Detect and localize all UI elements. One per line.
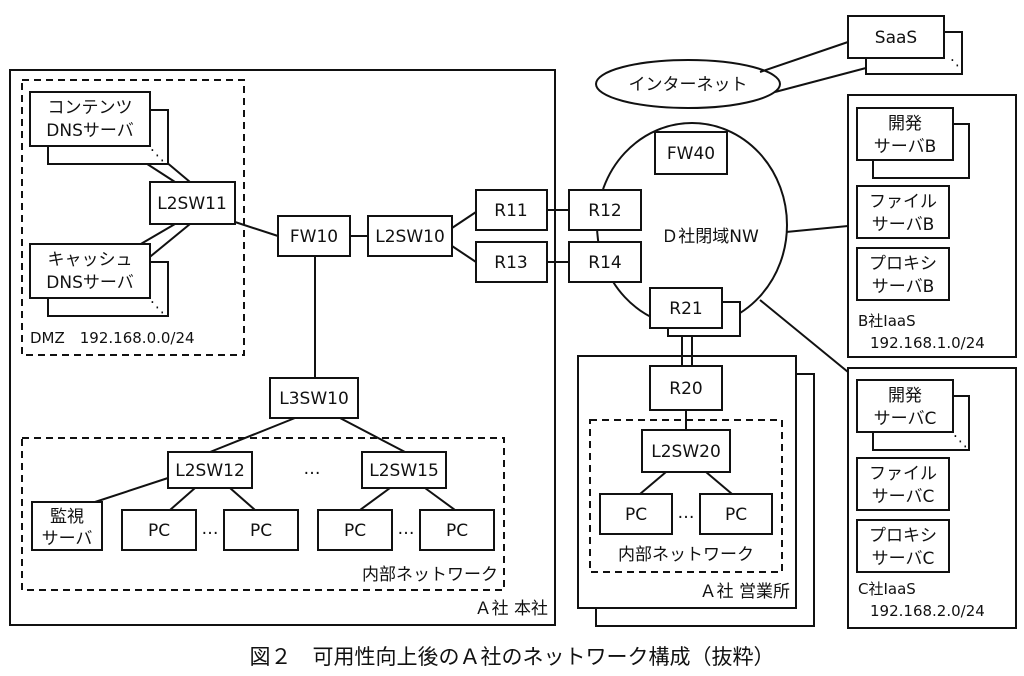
pc-hq-2 (223, 509, 299, 551)
pc-branch-1 (599, 493, 673, 535)
dev-server-b-label-2: サーバB (874, 137, 937, 157)
contents-dns-label-1: コンテンツ (48, 98, 133, 118)
dev-server-c (856, 379, 954, 433)
contents-dns-label-2: DNSサーバ (46, 121, 133, 141)
r21-label: R21 (669, 299, 702, 319)
proxy-server-b-label-1: プロキシ (869, 254, 937, 274)
saas-label: SaaS (875, 28, 917, 48)
dmz-frame (21, 79, 245, 356)
l2sw20-node (641, 429, 731, 473)
saas-node (847, 15, 945, 59)
dev-server-b (856, 107, 954, 161)
l2sw11-label: L2SW11 (157, 194, 227, 214)
r14-label: R14 (588, 253, 621, 273)
l2sw10-label: L2SW10 (375, 227, 445, 247)
a-honsha-label: Ａ社 本社 (475, 599, 548, 619)
r13-label: R13 (494, 253, 527, 273)
r14-node (568, 241, 642, 283)
pc-hq-2-label: PC (250, 521, 272, 541)
b-iaas-name: B社IaaS (858, 312, 916, 330)
proxy-server-c-label-1: プロキシ (869, 526, 937, 546)
r11-node (475, 189, 548, 231)
c-iaas-frame (847, 367, 1017, 629)
monitor-label-2: サーバ (42, 529, 93, 549)
dev-server-c-label-2: サーバC (874, 409, 937, 429)
monitor-label-1: 監視 (50, 507, 84, 527)
l2sw12-label: L2SW12 (175, 461, 245, 481)
l2sw15-label: L2SW15 (369, 461, 439, 481)
dev-server-c-label-1: 開発 (888, 386, 922, 406)
c-iaas-name: C社IaaS (858, 580, 916, 598)
cache-dns-ellipsis: ⋱ (150, 298, 165, 316)
l2sw11-node (149, 181, 236, 225)
contents-dns-server (29, 91, 151, 147)
pc-hq-1-label: PC (148, 521, 170, 541)
pc-hq-4-label: PC (446, 521, 468, 541)
fw40-node (654, 131, 728, 175)
proxy-server-c (856, 519, 950, 573)
dev-server-c-ellipsis: ⋱ (953, 432, 968, 450)
proxy-server-b-label-2: サーバB (872, 277, 935, 297)
pc-hq-4 (419, 509, 495, 551)
pc-hq-3 (317, 509, 393, 551)
cache-dns-label-1: キャッシュ (48, 250, 133, 270)
l2sw20-label: L2SW20 (651, 442, 721, 462)
l2sw-ellipsis: … (304, 459, 321, 479)
pc-branch-1-label: PC (625, 505, 647, 525)
proxy-server-c-label-2: サーバC (872, 549, 935, 569)
pc-branch-2 (699, 493, 773, 535)
r12-label: R12 (588, 201, 621, 221)
internet-label: インターネット (629, 75, 748, 95)
l2sw10-node (367, 215, 453, 257)
l2sw12-node (167, 451, 253, 489)
pc-hq-ellipsis-1: … (202, 519, 219, 539)
dmz-label: DMZ 192.168.0.0/24 (30, 329, 195, 347)
r21-node (649, 287, 723, 329)
file-server-b-label-2: サーバB (872, 215, 935, 235)
fw10-node (277, 215, 351, 257)
saas-ellipsis: ⋱ (950, 56, 965, 74)
fw40-label: FW40 (667, 144, 715, 164)
a-honsha-frame (9, 69, 556, 626)
c-iaas-network: 192.168.2.0/24 (870, 602, 985, 620)
pc-branch-2-label: PC (725, 505, 747, 525)
internal-network-hq-label: 内部ネットワーク (362, 565, 498, 585)
b-iaas-network: 192.168.1.0/24 (870, 334, 985, 352)
internet-cloud (595, 59, 781, 109)
pc-hq-1 (121, 509, 197, 551)
l2sw15-node (361, 451, 447, 489)
file-server-c-label-1: ファイル (869, 464, 937, 484)
file-server-c (856, 457, 950, 511)
pc-hq-ellipsis-2: … (398, 519, 415, 539)
file-server-c-label-2: サーバC (872, 487, 935, 507)
dev-server-b-label-1: 開発 (888, 114, 922, 134)
proxy-server-b (856, 247, 950, 301)
contents-dns-ellipsis: ⋱ (150, 146, 165, 164)
file-server-b (856, 185, 950, 239)
figure-caption: 図２ 可用性向上後のＡ社のネットワーク構成（抜粋） (250, 645, 775, 669)
r13-node (475, 241, 548, 283)
a-eigyosho-label: Ａ社 営業所 (700, 582, 790, 602)
l3sw10-label: L3SW10 (279, 389, 349, 409)
r11-label: R11 (494, 201, 527, 221)
r20-node (649, 365, 723, 411)
file-server-b-label-1: ファイル (869, 192, 937, 212)
cache-dns-server (29, 243, 151, 299)
pc-hq-3-label: PC (344, 521, 366, 541)
internal-network-branch-label: 内部ネットワーク (618, 545, 754, 565)
l3sw10-node (269, 377, 359, 419)
d-closed-nw-label: Ｄ社閉域NW (661, 227, 759, 247)
fw10-label: FW10 (290, 227, 338, 247)
internal-network-hq-frame (21, 437, 505, 591)
r20-label: R20 (669, 379, 702, 399)
monitor-server (31, 501, 103, 551)
pc-branch-ellipsis: … (678, 503, 695, 523)
cache-dns-label-2: DNSサーバ (46, 273, 133, 293)
r12-node (568, 189, 642, 231)
